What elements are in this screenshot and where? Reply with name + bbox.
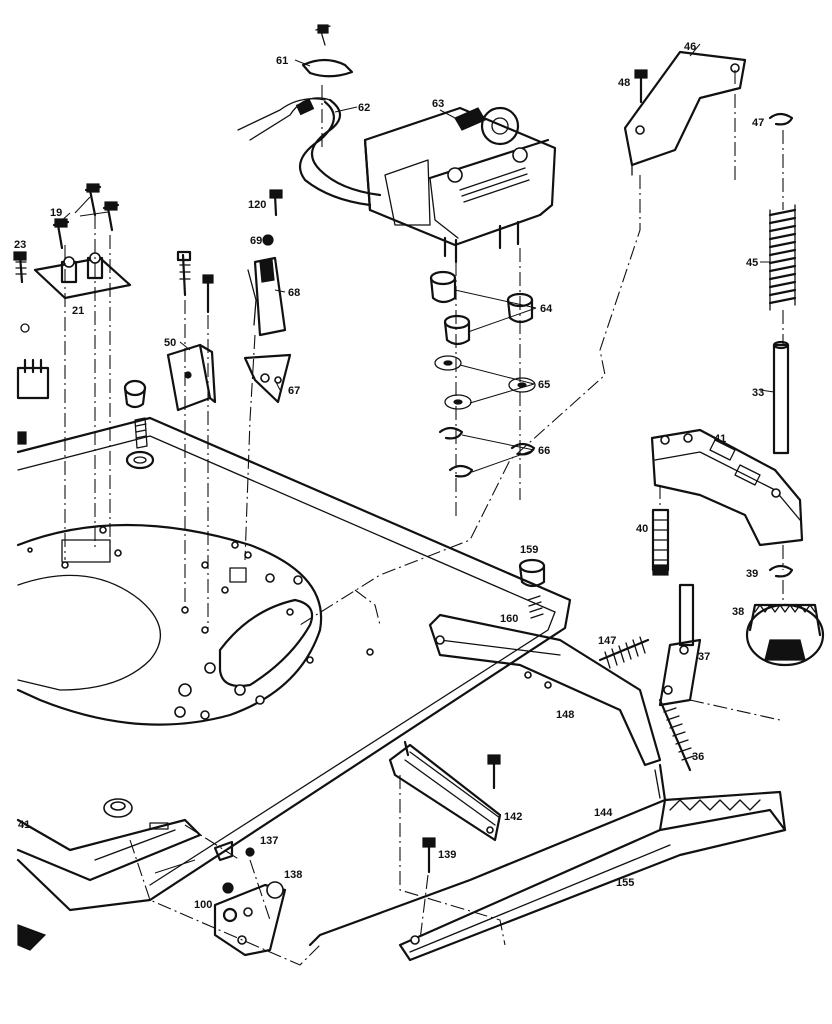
label-45: 45	[746, 257, 758, 269]
shaft-33	[772, 340, 790, 455]
label-19: 19	[50, 207, 62, 219]
guide-142	[388, 740, 502, 842]
label-120: 120	[248, 199, 266, 211]
label-67: 67	[288, 385, 300, 397]
label-160: 160	[500, 613, 518, 625]
label-48: 48	[618, 77, 630, 89]
label-63: 63	[432, 98, 444, 110]
plate-67	[243, 353, 292, 404]
label-100: 100	[194, 899, 212, 911]
label-148: 148	[556, 709, 574, 721]
part-69	[262, 234, 274, 246]
left-bracket	[16, 798, 202, 951]
parts-100	[222, 882, 238, 923]
screw-139	[422, 837, 436, 874]
screw-142	[487, 754, 501, 790]
motor-assembly	[363, 106, 557, 264]
label-38: 38	[732, 606, 744, 618]
label-65: 65	[538, 379, 550, 391]
label-138: 138	[284, 869, 302, 881]
label-159: 159	[520, 544, 538, 556]
label-46: 46	[684, 41, 696, 53]
arm-155	[398, 790, 787, 962]
arm-41	[650, 428, 804, 547]
chassis-plate	[16, 416, 572, 912]
spring-36	[658, 698, 695, 772]
label-147: 147	[598, 635, 616, 647]
label-69: 69	[250, 235, 262, 247]
shock-mount-stack-right	[506, 292, 536, 456]
label-41-arm: 41	[714, 433, 726, 445]
leader-lines	[59, 43, 775, 874]
rod-144	[308, 763, 667, 947]
label-36: 36	[692, 751, 704, 763]
label-41-plate: 41	[18, 819, 30, 831]
clip-137	[213, 840, 255, 862]
label-139: 139	[438, 849, 456, 861]
clip-39	[768, 564, 794, 578]
bracket-21	[33, 252, 132, 300]
motor-wires	[237, 97, 382, 207]
part-labels: 61 62 63 46 48 47 45 33 41 40 39 38 37 3…	[14, 41, 764, 911]
slide-148	[428, 613, 662, 767]
label-66: 66	[538, 445, 550, 457]
label-68: 68	[288, 287, 300, 299]
clamp-61	[301, 24, 354, 78]
clip-47	[768, 112, 794, 126]
bracket-68	[247, 256, 287, 337]
label-37: 37	[698, 651, 710, 663]
label-144: 144	[594, 807, 613, 819]
label-21: 21	[72, 305, 84, 317]
label-142: 142	[504, 811, 522, 823]
screws-19	[52, 183, 120, 250]
label-39: 39	[746, 568, 758, 580]
grommets	[123, 379, 155, 470]
post-40	[651, 508, 670, 576]
spring-160	[527, 595, 544, 619]
label-47: 47	[752, 117, 764, 129]
bracket-46	[623, 50, 747, 176]
label-64: 64	[540, 303, 553, 315]
label-137: 137	[260, 835, 278, 847]
label-61: 61	[276, 55, 288, 67]
label-62: 62	[358, 102, 370, 114]
screw-23	[13, 251, 27, 284]
label-23: 23	[14, 239, 26, 251]
label-50: 50	[164, 337, 176, 349]
assembly-guides	[64, 70, 784, 966]
label-155: 155	[616, 877, 634, 889]
bracket-138	[213, 881, 287, 957]
screws-vertical	[176, 189, 283, 314]
bumper-159	[518, 558, 546, 588]
label-33: 33	[752, 387, 764, 399]
spring-45	[768, 204, 797, 311]
shock-mount-stack-left	[429, 270, 474, 478]
spring-147	[598, 636, 650, 669]
label-40: 40	[636, 523, 648, 535]
left-edge-parts	[16, 323, 50, 445]
plate-holes	[27, 526, 374, 720]
block-50	[166, 343, 217, 412]
gear-38	[745, 603, 825, 667]
screw-48	[634, 69, 648, 104]
lever-37	[658, 583, 702, 707]
